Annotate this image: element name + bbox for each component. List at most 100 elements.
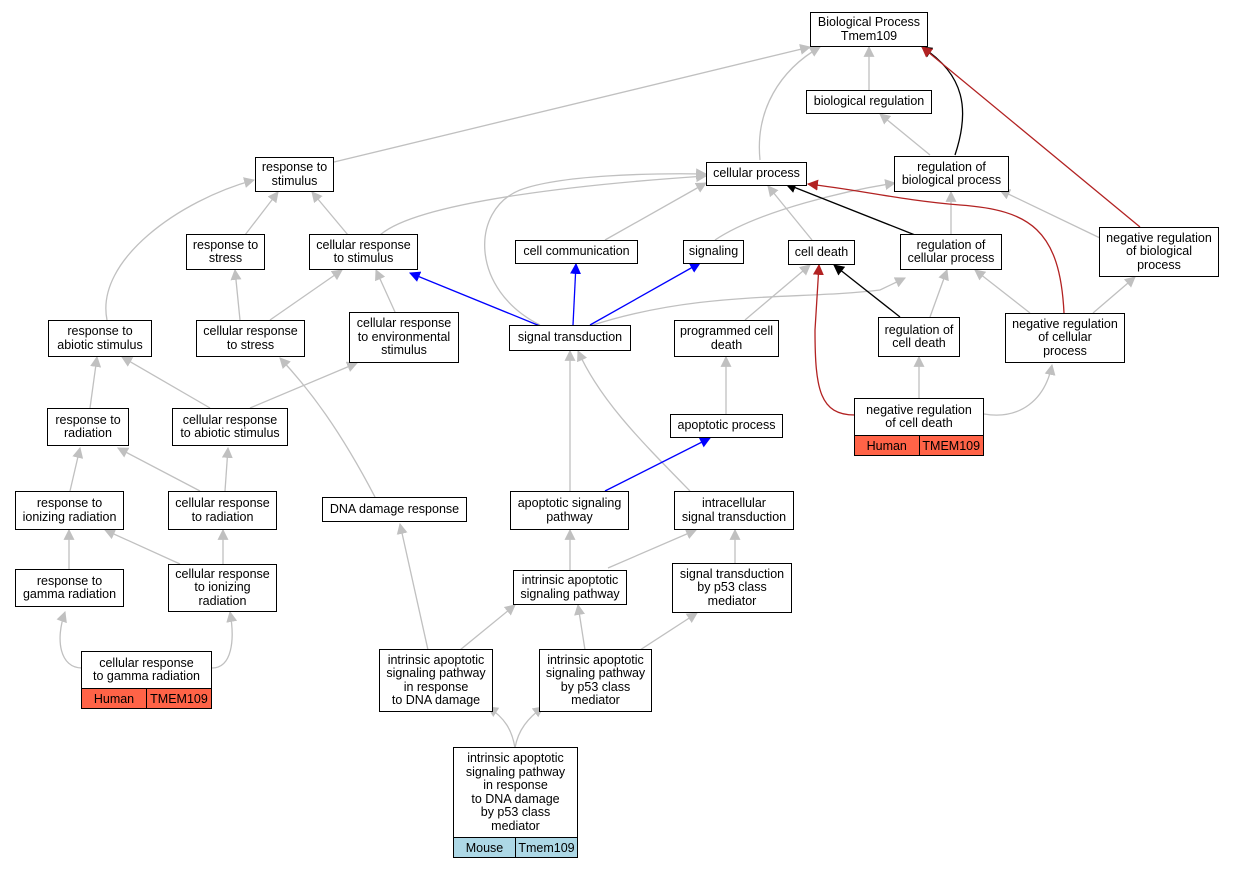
edge-regbio-to-bioreg	[879, 113, 931, 156]
node-response-to-gamma-radiation[interactable]: response to gamma radiation	[15, 569, 124, 607]
edge-progdeath-to-celldeath	[744, 264, 811, 321]
edge-sigtrans-to-cellcomm	[570, 262, 582, 326]
node-cellular-response-to-abiotic-stimulus[interactable]: cellular response to abiotic stimulus	[172, 408, 288, 446]
edge-regcelldeath-to-regcell	[929, 268, 949, 318]
node-label: negative regulation of biological proces…	[1106, 230, 1212, 272]
node-label: response to stimulus	[261, 160, 328, 188]
edge-negcellproc-to-negbio	[1092, 276, 1136, 314]
node-label: cell communication	[523, 244, 630, 259]
node-cellular-response-to-radiation[interactable]: cellular response to radiation	[168, 491, 277, 530]
species-cell: Mouse	[465, 840, 504, 855]
node-label: cellular response to abiotic stimulus	[180, 412, 280, 440]
edge-negcellproc-to-cellproc	[806, 179, 1065, 314]
node-signal-transduction-by-p53[interactable]: signal transduction by p53 class mediato…	[672, 563, 792, 613]
edge-intrasig-to-sigtrans	[577, 349, 691, 492]
node-negative-regulation-of-biological-process[interactable]: negative regulation of biological proces…	[1099, 227, 1219, 277]
edge-cellresprad-to-cellrespabiotic	[221, 446, 233, 492]
node-label: regulation of cell death	[884, 322, 954, 350]
node-regulation-of-biological-process[interactable]: regulation of biological process	[894, 156, 1009, 192]
node-label: intrinsic apoptotic signaling pathway	[520, 573, 620, 601]
node-label: cellular response to gamma radiation	[92, 655, 200, 683]
node-cell-death[interactable]: cell death	[788, 240, 855, 265]
node-biological-process-root[interactable]: Biological Process Tmem109	[810, 12, 928, 47]
node-label: response to radiation	[55, 412, 121, 440]
node-apoptotic-process[interactable]: apoptotic process	[670, 414, 783, 438]
node-cellular-response-to-stimulus[interactable]: cellular response to stimulus	[309, 234, 418, 270]
node-label: Biological Process Tmem109	[817, 15, 921, 43]
node-negative-regulation-of-cell-death[interactable]: negative regulation of cell death Human …	[854, 398, 984, 456]
node-label: cell death	[794, 244, 849, 259]
node-label: intrinsic apoptotic signaling pathway by…	[545, 652, 646, 707]
edge-cellrespenv-to-cellrespstim	[375, 268, 396, 313]
edge-intrapop-to-intrasig	[607, 528, 698, 569]
node-intracellular-signal-transduction[interactable]: intracellular signal transduction	[674, 491, 794, 530]
node-label: apoptotic signaling pathway	[517, 496, 622, 524]
edge-sigtrans-to-cellrespstim	[408, 271, 541, 327]
annotation-row: Human TMEM109	[855, 435, 983, 455]
edge-p53apop-to-p53sig	[639, 612, 698, 651]
edge-regcelldeath-to-celldeath	[833, 264, 901, 318]
edge-signaling-to-regbio	[714, 179, 897, 241]
node-regulation-of-cell-death[interactable]: regulation of cell death	[878, 317, 960, 357]
edge-cellrespgamma-to-gamma	[56, 610, 83, 669]
node-intrinsic-apoptotic-dna-damage-p53[interactable]: intrinsic apoptotic signaling pathway in…	[453, 747, 578, 858]
node-label: intrinsic apoptotic signaling pathway in…	[465, 751, 566, 833]
node-response-to-stress[interactable]: response to stress	[186, 234, 265, 270]
node-cellular-response-to-gamma-radiation[interactable]: cellular response to gamma radiation Hum…	[81, 651, 212, 709]
node-programmed-cell-death[interactable]: programmed cell death	[674, 320, 779, 357]
annotation-row: Mouse Tmem109	[454, 837, 577, 857]
node-label: intracellular signal transduction	[681, 496, 787, 524]
node-response-to-ionizing-radiation[interactable]: response to ionizing radiation	[15, 491, 124, 530]
node-label: cellular response to radiation	[175, 496, 270, 524]
edge-cellresprad-to-resprad	[117, 447, 201, 492]
node-signaling[interactable]: signaling	[683, 240, 744, 264]
node-cellular-process[interactable]: cellular process	[706, 162, 807, 186]
edge-cellproc-to-root	[758, 46, 821, 161]
node-cellular-response-to-stress[interactable]: cellular response to stress	[196, 320, 305, 357]
node-label: programmed cell death	[679, 324, 774, 352]
node-cell-communication[interactable]: cell communication	[515, 240, 638, 264]
gene-cell: Tmem109	[515, 838, 577, 857]
edge-dnaapop-to-dnadamage	[396, 522, 429, 651]
node-intrinsic-apoptotic-dna-damage[interactable]: intrinsic apoptotic signaling pathway in…	[379, 649, 493, 712]
edge-negcellproc-to-regcell	[974, 269, 1031, 314]
node-dna-damage-response[interactable]: DNA damage response	[322, 497, 467, 522]
node-signal-transduction[interactable]: signal transduction	[509, 325, 631, 351]
node-label: biological regulation	[813, 94, 925, 109]
edge-celldeath-to-cellproc	[767, 185, 813, 241]
node-apoptotic-signaling-pathway[interactable]: apoptotic signaling pathway	[510, 491, 629, 530]
node-label: apoptotic process	[677, 418, 776, 433]
edge-dnaapop-to-intrapop	[459, 604, 516, 651]
edge-sigtrans-to-regcell	[589, 277, 906, 327]
node-regulation-of-cellular-process[interactable]: regulation of cellular process	[900, 234, 1002, 270]
node-response-to-radiation[interactable]: response to radiation	[47, 408, 129, 446]
node-intrinsic-apoptotic-p53[interactable]: intrinsic apoptotic signaling pathway by…	[539, 649, 652, 712]
node-label: cellular process	[713, 166, 800, 181]
node-cellular-response-to-ionizing-radiation[interactable]: cellular response to ionizing radiation	[168, 564, 277, 612]
node-response-to-abiotic-stimulus[interactable]: response to abiotic stimulus	[48, 320, 152, 357]
edge-cellrespabiotic-to-abiotic	[121, 356, 211, 409]
node-label: signaling	[688, 244, 739, 259]
edge-resp-stim-to-root	[333, 43, 812, 163]
edge-cellrespstim-to-cellproc	[379, 171, 708, 236]
node-response-to-stimulus[interactable]: response to stimulus	[255, 157, 334, 192]
node-biological-regulation[interactable]: biological regulation	[806, 90, 932, 114]
species-cell: Human	[93, 691, 135, 706]
gene-cell: TMEM109	[918, 436, 984, 455]
edge-negbio-to-root	[921, 46, 1141, 228]
node-label: response to stress	[192, 237, 259, 265]
edge-leaf-to-p53apop	[514, 706, 544, 749]
node-label: signal transduction by p53 class mediato…	[679, 566, 785, 608]
node-negative-regulation-of-cellular-process[interactable]: negative regulation of cellular process	[1005, 313, 1125, 363]
edge-cellrespstim-to-resp-stim	[311, 191, 349, 236]
node-intrinsic-apoptotic-signaling-pathway[interactable]: intrinsic apoptotic signaling pathway	[513, 570, 627, 605]
node-label: signal transduction	[517, 330, 623, 345]
node-cellular-response-to-environmental-stimulus[interactable]: cellular response to environmental stimu…	[349, 312, 459, 363]
edge-cellrespion-to-ionrad	[103, 529, 181, 565]
edge-abiotic-to-resp-stim	[105, 177, 256, 321]
edge-ionrad-to-resprad	[69, 446, 84, 492]
node-label: response to abiotic stimulus	[57, 324, 143, 352]
node-label: cellular response to environmental stimu…	[356, 316, 452, 358]
edge-dnadamage-to-cellrespstress	[279, 357, 376, 498]
